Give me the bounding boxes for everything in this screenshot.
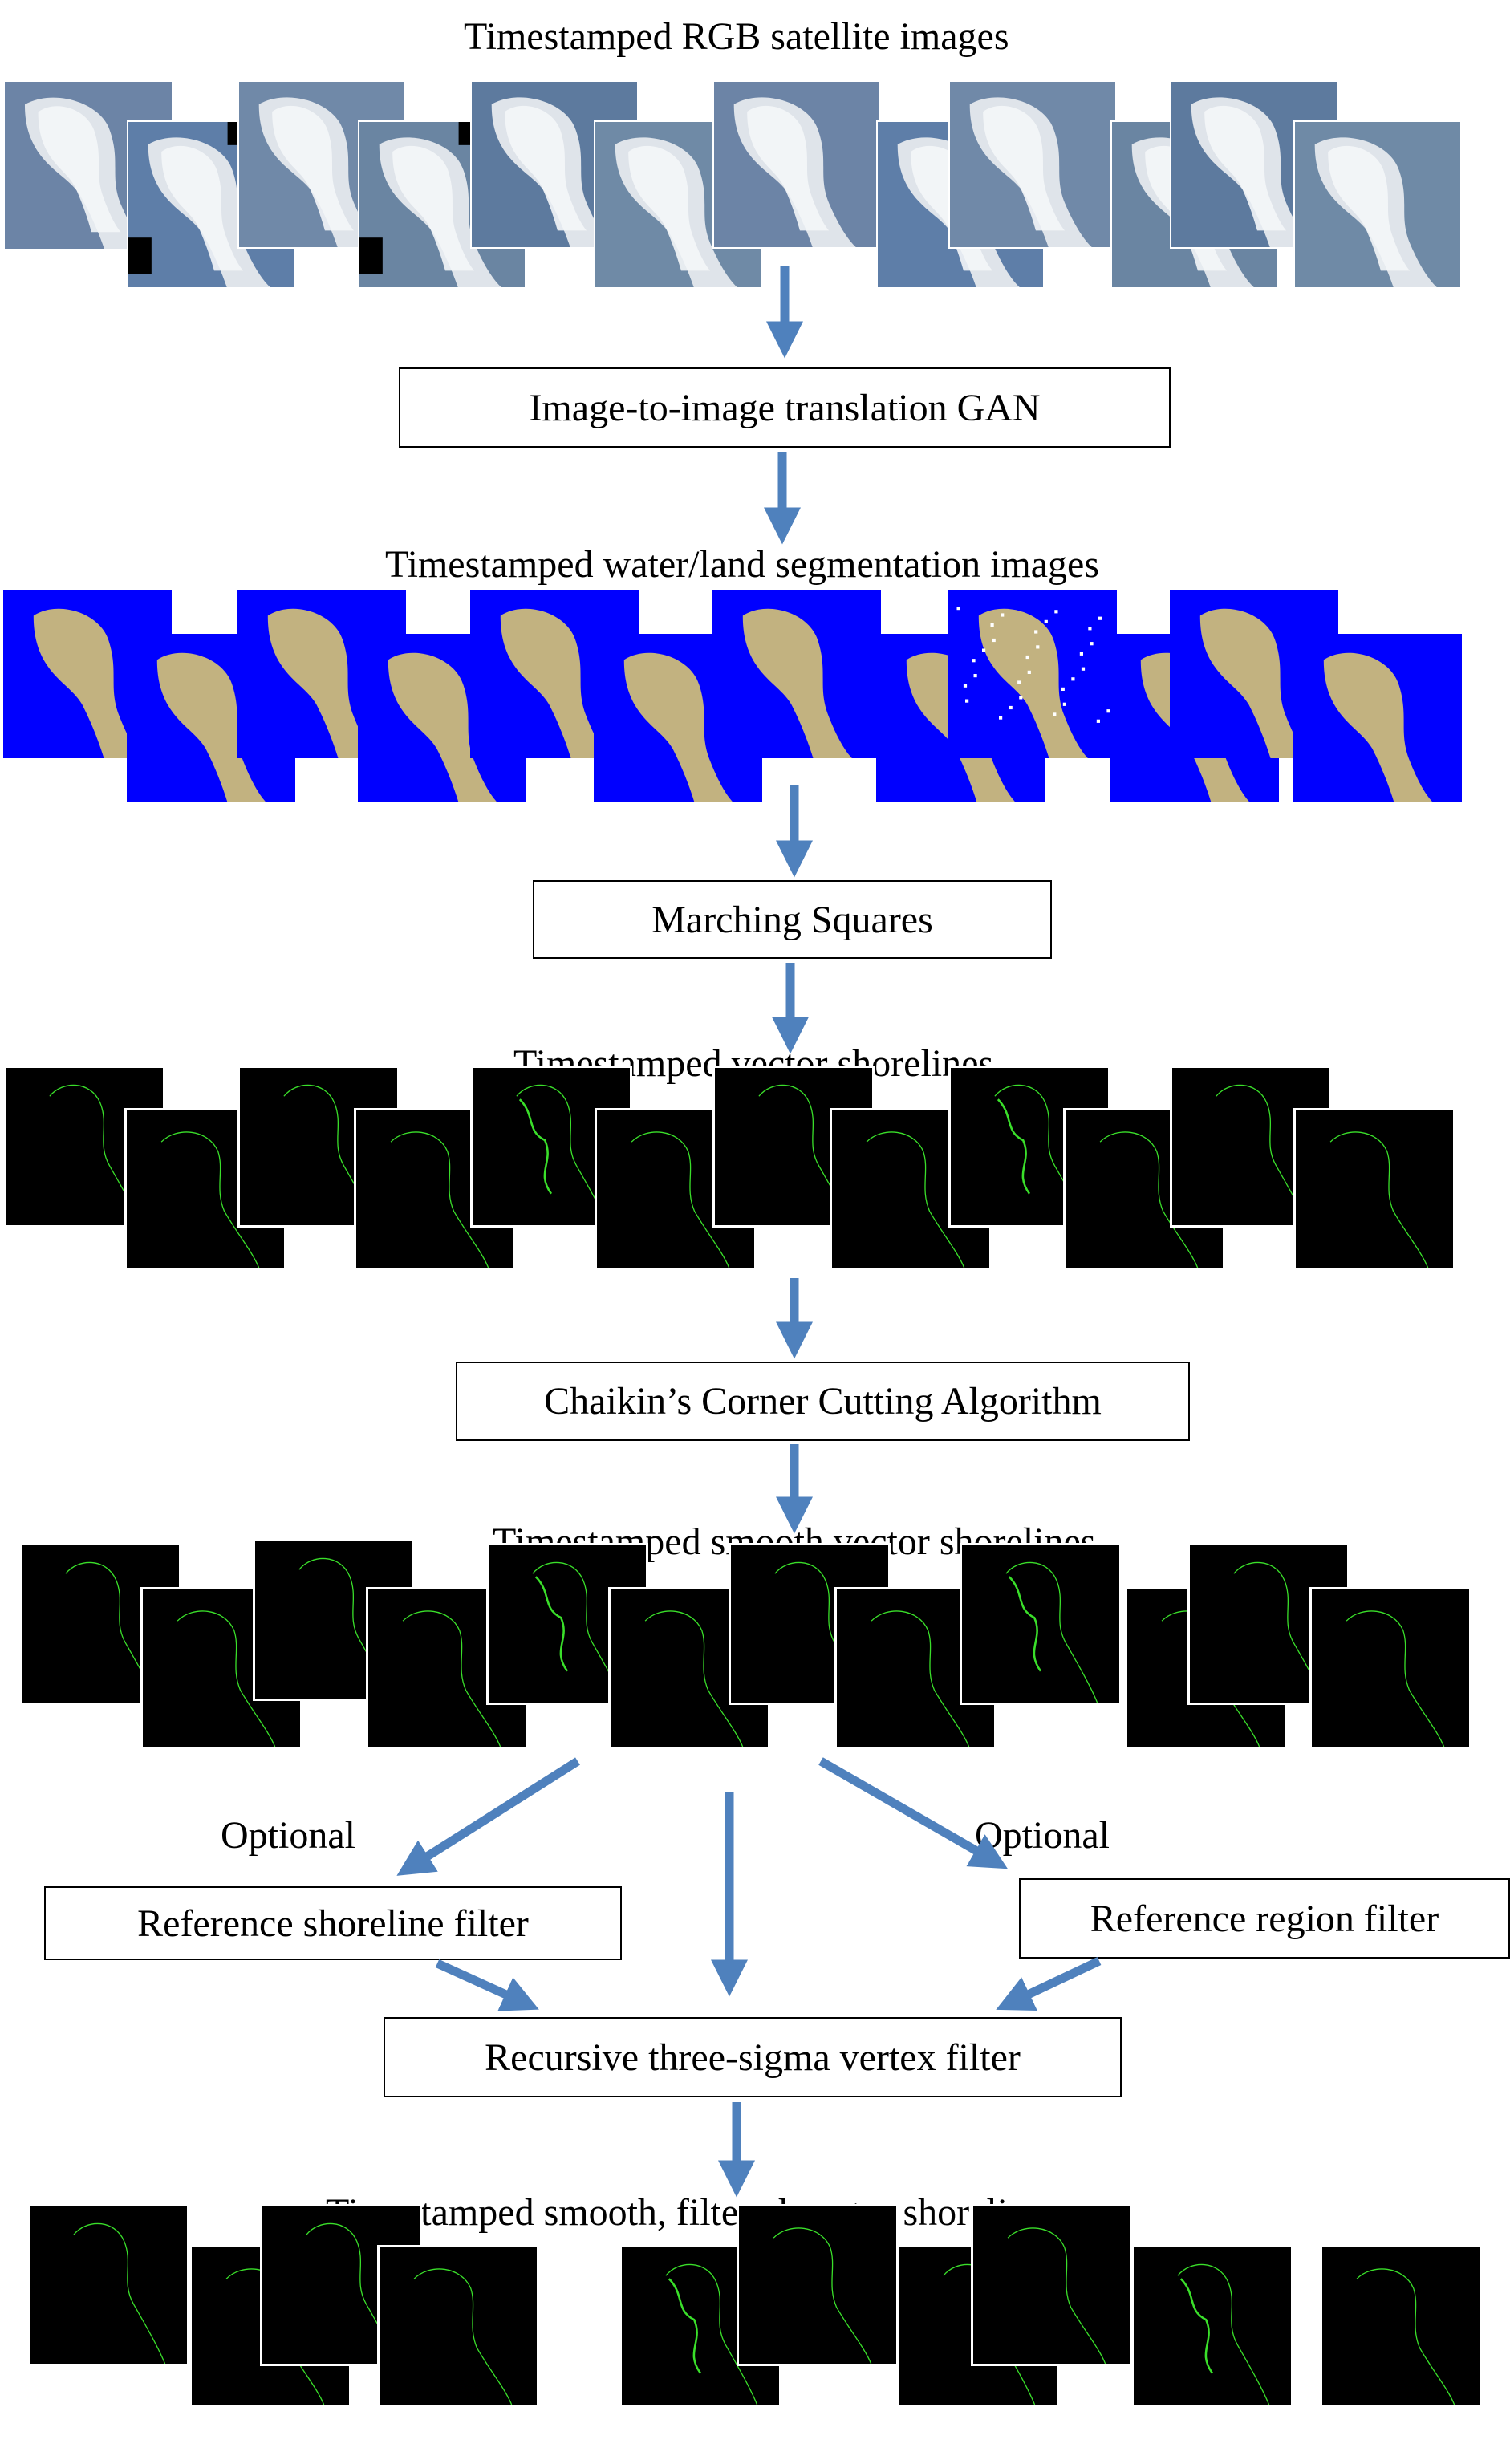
reference-region-filter-box: Reference region filter: [1019, 1878, 1510, 1959]
segmentation-images-title: Timestamped water/land segmentation imag…: [385, 543, 1100, 586]
gan-step-box: Image-to-image translation GAN: [399, 367, 1171, 448]
reference-region-filter-label: Reference region filter: [1090, 1897, 1439, 1940]
segmentation-image: [948, 590, 1117, 758]
vector-shoreline-image: [1293, 1108, 1455, 1270]
rgb-satellite-image: [948, 80, 1117, 249]
optional-left-label: Optional: [221, 1814, 355, 1857]
chaikin-step-box: Chaikin’s Corner Cutting Algorithm: [456, 1362, 1190, 1441]
filtered-shoreline-image: [1320, 2245, 1482, 2407]
three-sigma-filter-label: Recursive three-sigma vertex filter: [485, 2036, 1021, 2079]
filtered-shoreline-image: [737, 2204, 899, 2366]
segmentation-image: [470, 590, 639, 758]
chaikin-step-label: Chaikin’s Corner Cutting Algorithm: [544, 1380, 1102, 1423]
marching-squares-step-box: Marching Squares: [533, 880, 1052, 959]
arrow-reference-region-to-three-sigma: [996, 1957, 1102, 2011]
smooth-shoreline-image: [960, 1543, 1122, 1705]
filtered-shorelines-title: Timestamped smooth, filtered vector shor…: [326, 2191, 1060, 2234]
gan-step-label: Image-to-image translation GAN: [529, 386, 1041, 429]
filtered-shoreline-image: [1131, 2245, 1293, 2407]
filtered-shoreline-image: [971, 2204, 1133, 2366]
arrow-reference-shoreline-to-three-sigma: [435, 1959, 539, 2011]
arrow-smooth-to-reference-region: [818, 1757, 1009, 1869]
segmentation-image: [712, 590, 881, 758]
reference-shoreline-filter-label: Reference shoreline filter: [137, 1902, 529, 1945]
rgb-satellite-image: [712, 80, 881, 249]
rgb-satellite-image: [1293, 120, 1462, 289]
marching-squares-step-label: Marching Squares: [651, 898, 933, 941]
rgb-images-title: Timestamped RGB satellite images: [464, 15, 1009, 58]
three-sigma-filter-box: Recursive three-sigma vertex filter: [384, 2017, 1122, 2097]
segmentation-image: [1293, 634, 1462, 802]
reference-shoreline-filter-box: Reference shoreline filter: [44, 1886, 622, 1960]
filtered-shoreline-image: [377, 2245, 539, 2407]
filtered-shoreline-image: [27, 2204, 189, 2366]
smooth-shoreline-image: [1309, 1587, 1471, 1749]
arrow-smooth-to-reference-shoreline: [396, 1757, 580, 1876]
